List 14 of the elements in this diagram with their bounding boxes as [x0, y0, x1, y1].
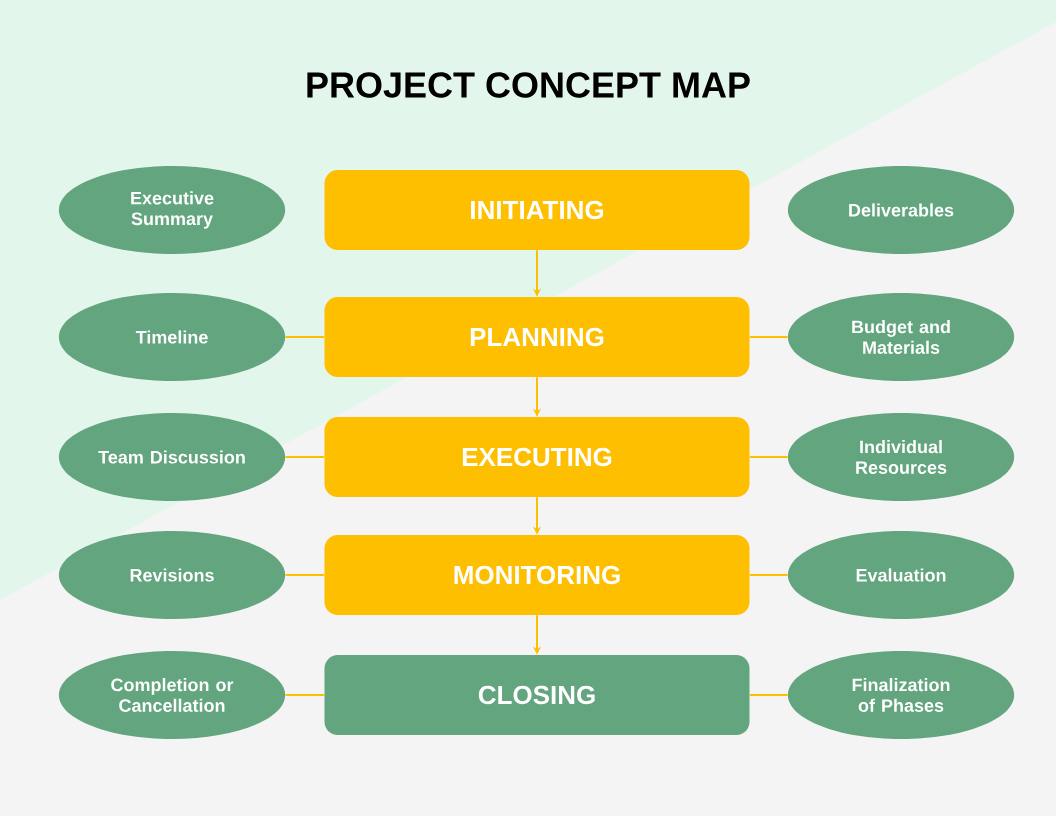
connector-line — [748, 456, 789, 458]
connector-line — [748, 336, 789, 338]
connector-line — [748, 694, 789, 696]
stage-box: PLANNING — [324, 297, 750, 377]
title: PROJECT CONCEPT MAP — [307, 72, 750, 98]
connector-line — [284, 694, 326, 696]
stage-box: INITIATING — [324, 170, 750, 250]
stage-box: CLOSING — [324, 655, 750, 735]
connector-line — [284, 574, 326, 576]
stage-box: MONITORING — [324, 535, 750, 615]
stage-box: EXECUTING — [324, 417, 750, 497]
connector-line — [284, 336, 326, 338]
connector-line — [284, 456, 326, 458]
connector-line — [748, 574, 789, 576]
